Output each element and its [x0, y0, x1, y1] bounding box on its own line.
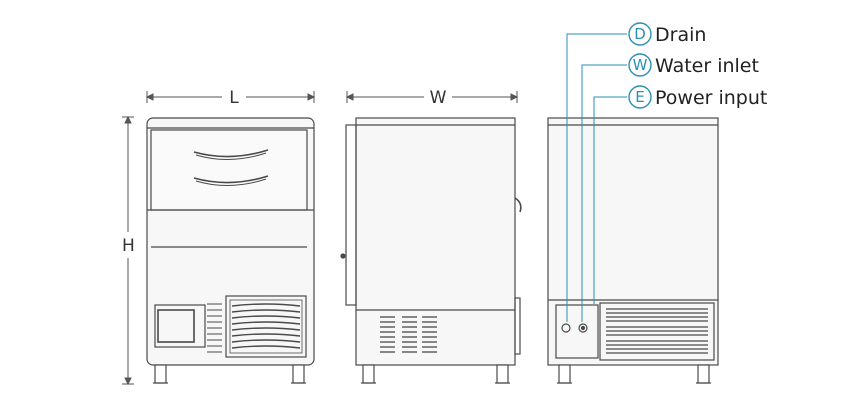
water-inlet-label: Water inlet — [655, 55, 759, 77]
drain-leader — [566, 33, 627, 322]
side-door-edge — [345, 124, 357, 306]
power-input-label: Power input — [655, 87, 767, 109]
water-letter: W — [633, 56, 648, 74]
side-view — [340, 117, 522, 384]
control-display — [157, 309, 195, 343]
front-door — [150, 129, 308, 211]
front-view — [146, 117, 315, 384]
legend-drain: D Drain — [628, 22, 706, 46]
side-body — [355, 117, 516, 366]
legend-power-input: E Power input — [628, 85, 767, 109]
width-label: W — [430, 88, 447, 108]
leader-lines — [566, 33, 627, 322]
length-dimension — [145, 91, 316, 103]
legend-water-inlet: W Water inlet — [628, 53, 759, 77]
water-letter-circle — [628, 53, 652, 77]
rear-grille — [599, 302, 715, 361]
front-side-vents — [207, 303, 222, 353]
rear-view — [547, 117, 719, 384]
water-inlet-port — [578, 323, 588, 333]
front-foot-right — [292, 364, 305, 384]
front-grille — [225, 295, 307, 358]
drain-letter: D — [634, 25, 646, 43]
side-foot-left — [362, 364, 375, 384]
side-rear-panel — [514, 297, 521, 355]
length-label: L — [229, 88, 239, 108]
rear-foot-right — [697, 364, 710, 384]
rear-body — [547, 117, 719, 366]
side-vents-middle — [402, 316, 417, 353]
drain-letter-circle — [628, 22, 652, 46]
water-leader — [581, 64, 627, 322]
rear-foot-left — [558, 364, 571, 384]
side-foot-right — [496, 364, 509, 384]
side-vents-left — [380, 316, 395, 353]
door-handle-upper — [193, 149, 269, 158]
rear-grille-slats — [606, 308, 708, 354]
power-letter: E — [635, 88, 644, 106]
power-leader — [593, 96, 627, 304]
rear-connection-panel — [555, 304, 599, 359]
height-label: H — [122, 236, 135, 256]
front-grille-slats — [231, 303, 301, 349]
height-dimension — [122, 115, 134, 386]
width-dimension — [345, 91, 519, 103]
door-handle-lower — [193, 175, 269, 184]
front-foot-left — [154, 364, 167, 384]
side-vents-right — [422, 316, 437, 353]
side-rear-bump — [514, 197, 522, 213]
drain-label: Drain — [655, 24, 706, 46]
drain-port — [561, 323, 571, 333]
power-letter-circle — [628, 85, 652, 109]
control-panel — [154, 304, 206, 348]
